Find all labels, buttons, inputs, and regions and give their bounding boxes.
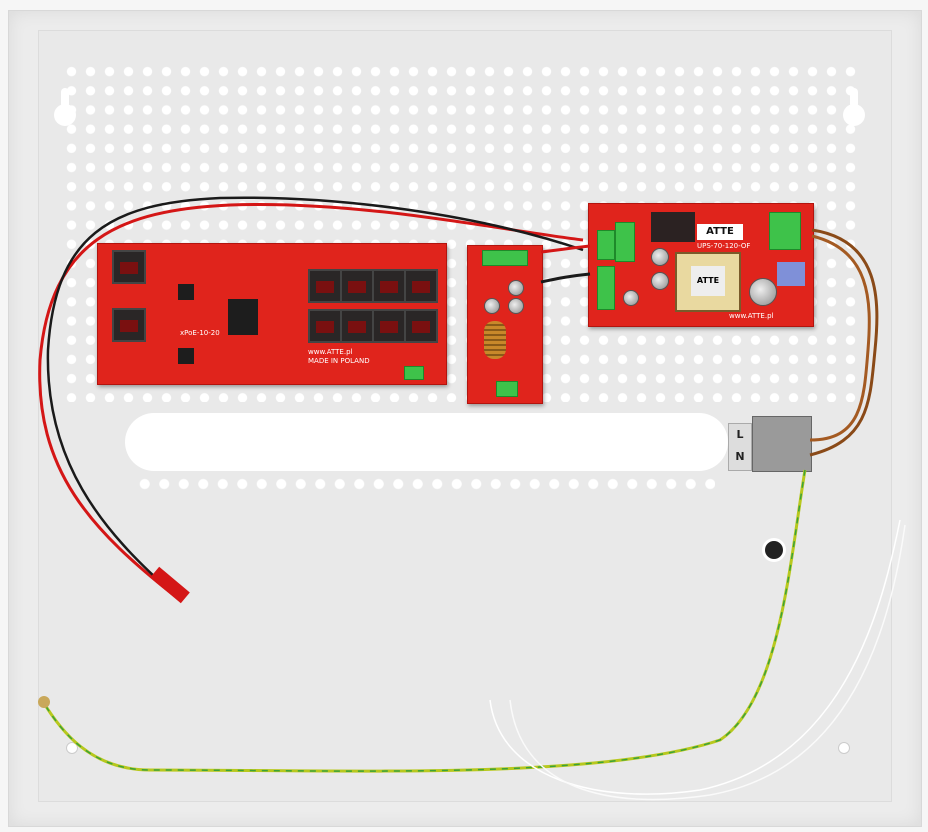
mains-terminal-block	[752, 416, 812, 472]
rj45-port	[340, 309, 374, 343]
rj45-port	[112, 250, 146, 284]
board-model: xPoE-10-20	[180, 329, 220, 337]
keyhole-left	[54, 88, 76, 126]
grommet	[762, 538, 786, 562]
power-connector	[404, 366, 424, 380]
input-connector	[482, 250, 528, 266]
ac-connector	[597, 230, 615, 260]
output-connector	[769, 212, 801, 250]
keyhole-right	[843, 88, 865, 126]
red-wire	[38, 202, 584, 602]
board-origin: MADE IN POLAND	[308, 357, 370, 365]
switch-chip	[228, 299, 258, 335]
red-wire-short	[540, 244, 591, 254]
live-label: L	[736, 428, 744, 441]
rj45-port	[308, 309, 342, 343]
rj45-port	[340, 269, 374, 303]
dc-converter-board	[467, 245, 543, 404]
brown-wire	[809, 228, 879, 457]
heatsink	[651, 212, 695, 242]
rj45-port	[404, 269, 438, 303]
terminal-label: L N	[728, 423, 752, 471]
brand-label: ATTE	[697, 224, 743, 240]
capacitor	[623, 290, 639, 306]
screw-hole	[838, 742, 850, 754]
cable-slot	[125, 413, 728, 471]
white-wire	[509, 524, 906, 801]
fuse-holder	[615, 222, 635, 262]
battery-connector	[597, 266, 615, 310]
perforation-row	[135, 474, 715, 494]
psu-model: UPS-70-120-OF	[697, 242, 751, 250]
black-wire	[46, 196, 584, 596]
transformer-label: ATTE	[691, 266, 725, 296]
chip	[178, 348, 194, 364]
screw-hole	[66, 742, 78, 754]
capacitor	[508, 298, 524, 314]
white-wire	[489, 519, 901, 795]
battery-terminal	[150, 566, 190, 604]
capacitor	[651, 248, 669, 266]
rj45-port	[112, 308, 146, 342]
board-site: www.ATTE.pl	[308, 348, 353, 356]
rj45-port	[404, 309, 438, 343]
earth-wire-stripe	[41, 469, 806, 772]
poe-switch-board: xPoE-10-20 www.ATTE.pl MADE IN POLAND	[97, 243, 447, 385]
relay	[777, 262, 805, 286]
earth-wire	[40, 469, 807, 773]
psu-board: ATTE UPS-70-120-OF ATTE www.ATTE.pl	[588, 203, 814, 327]
transformer: ATTE	[675, 252, 741, 312]
capacitor	[484, 298, 500, 314]
black-wire-short	[540, 272, 591, 284]
psu-site: www.ATTE.pl	[729, 312, 774, 320]
capacitor	[651, 272, 669, 290]
capacitor	[508, 280, 524, 296]
capacitor-large	[749, 278, 777, 306]
brown-wire	[809, 234, 871, 442]
output-connector	[496, 381, 518, 397]
neutral-label: N	[735, 450, 745, 463]
earth-lug	[38, 696, 50, 708]
chip	[178, 284, 194, 300]
inductor-coil	[484, 321, 506, 359]
